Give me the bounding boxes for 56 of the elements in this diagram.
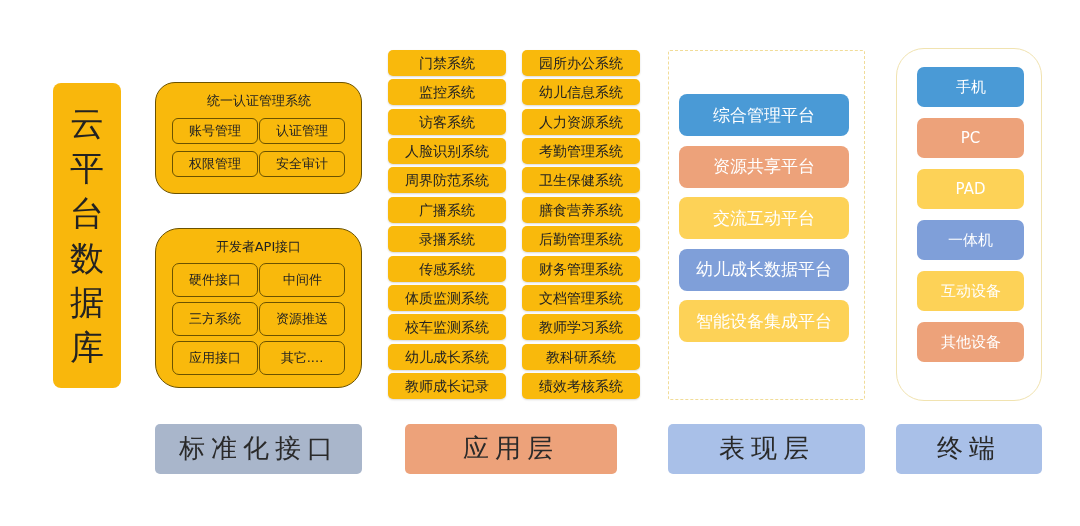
system-box: 人力资源系统 [522, 109, 640, 135]
system-box: 校车监测系统 [388, 314, 506, 340]
system-box: 膳食营养系统 [522, 197, 640, 223]
interface-box: 其它.... [259, 341, 345, 375]
device-box: PC [917, 118, 1024, 158]
device-box: 互动设备 [917, 271, 1024, 311]
device-box: 手机 [917, 67, 1024, 107]
interface-box: 中间件 [259, 263, 345, 297]
module-box: 权限管理 [172, 151, 258, 177]
layer-label: 终端 [896, 424, 1042, 474]
device-box: PAD [917, 169, 1024, 209]
interface-box: 资源推送 [259, 302, 345, 336]
module-box: 认证管理 [259, 118, 345, 144]
system-box: 园所办公系统 [522, 50, 640, 76]
system-box: 教科研系统 [522, 344, 640, 370]
system-box: 人脸识别系统 [388, 138, 506, 164]
platform-box: 幼儿成长数据平台 [679, 248, 849, 291]
device-box: 一体机 [917, 220, 1024, 260]
system-box: 传感系统 [388, 256, 506, 282]
system-box: 幼儿信息系统 [522, 79, 640, 105]
database-bar: 云平台数据库 [53, 83, 121, 388]
platform-box: 综合管理平台 [679, 94, 849, 136]
terminal-frame [896, 48, 1042, 401]
system-box: 教师成长记录 [388, 373, 506, 399]
system-group [155, 82, 362, 194]
system-box: 绩效考核系统 [522, 373, 640, 399]
system-box: 卫生保健系统 [522, 167, 640, 193]
group-title: 统一认证管理系统 [206, 93, 311, 109]
system-box: 考勤管理系统 [522, 138, 640, 164]
layer-label: 表现层 [668, 424, 865, 474]
interface-box: 应用接口 [172, 341, 258, 375]
system-box: 幼儿成长系统 [388, 344, 506, 370]
system-box: 后勤管理系统 [522, 226, 640, 252]
module-box: 安全审计 [259, 151, 345, 177]
platform-box: 交流互动平台 [679, 197, 849, 239]
interface-box: 三方系统 [172, 302, 258, 336]
api-group [155, 228, 362, 388]
system-box: 财务管理系统 [522, 256, 640, 282]
system-box: 门禁系统 [388, 50, 506, 76]
platform-box: 智能设备集成平台 [679, 300, 849, 342]
layer-frame [668, 50, 865, 400]
device-box: 其他设备 [917, 322, 1024, 362]
system-box: 录播系统 [388, 226, 506, 252]
system-box: 周界防范系统 [388, 167, 506, 193]
layer-label: 标准化接口 [155, 424, 362, 474]
layer-label: 应用层 [405, 424, 617, 474]
system-box: 教师学习系统 [522, 314, 640, 340]
group-title: 开发者API接口 [215, 239, 302, 255]
interface-box: 硬件接口 [172, 263, 258, 297]
system-box: 文档管理系统 [522, 285, 640, 311]
system-box: 体质监测系统 [388, 285, 506, 311]
module-box: 账号管理 [172, 118, 258, 144]
system-box: 广播系统 [388, 197, 506, 223]
platform-box: 资源共享平台 [679, 145, 849, 188]
system-box: 监控系统 [388, 79, 506, 105]
system-box: 访客系统 [388, 109, 506, 135]
